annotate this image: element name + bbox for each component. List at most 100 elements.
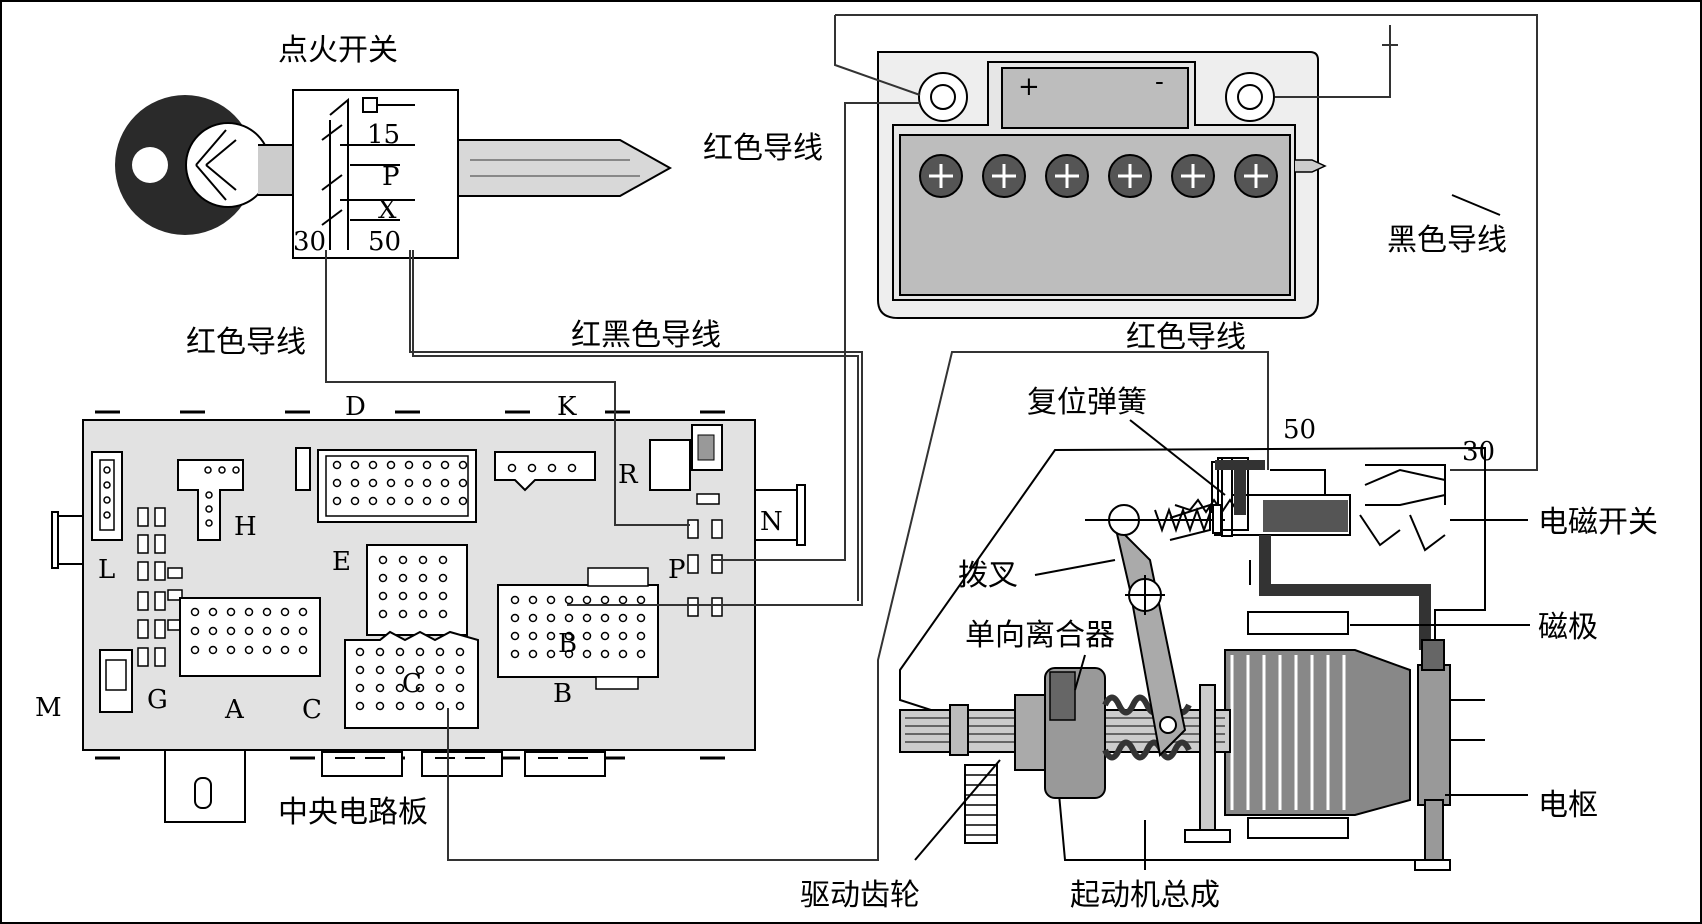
connector-pin: [618, 613, 628, 623]
connector-pin: [600, 595, 610, 605]
connector-pin: [386, 496, 396, 506]
connector-pin: [398, 573, 408, 583]
connector-pin: [528, 631, 538, 641]
connector-pin: [528, 613, 538, 623]
red-black-wire-label: 红黑色导线: [571, 318, 721, 353]
connector-pin: [368, 460, 378, 470]
connector-pin: [438, 609, 448, 619]
connector-pin: [546, 649, 556, 659]
connector-pin: [510, 631, 520, 641]
connector-pin: [244, 645, 254, 655]
connector-pin: [350, 496, 360, 506]
connector-pin: [418, 573, 428, 583]
connector-pin: [332, 478, 342, 488]
connector-pin: [398, 591, 408, 601]
connector-pin: [415, 647, 425, 657]
board-label-k: K: [557, 392, 577, 422]
connector-pin: [458, 496, 468, 506]
connector-pin: [415, 683, 425, 693]
connector-pin: [507, 463, 517, 473]
starter-terminal-50-label: 50: [1283, 415, 1316, 445]
connector-pin: [438, 573, 448, 583]
connector-pin: [455, 701, 465, 711]
connector-pin: [204, 466, 212, 474]
board-label-g: G: [147, 685, 168, 715]
connector-pin: [435, 647, 445, 657]
connector-pin: [440, 478, 450, 488]
connector-pin: [226, 626, 236, 636]
connector-pin: [422, 478, 432, 488]
connector-pin: [280, 607, 290, 617]
connector-pin: [103, 496, 111, 504]
connector-pin: [398, 555, 408, 565]
connector-pin: [332, 496, 342, 506]
connector-pin: [600, 613, 610, 623]
connector-pin: [528, 649, 538, 659]
red-wire-label-right: 红色导线: [1126, 320, 1246, 355]
terminal-15-label: 15: [367, 120, 400, 150]
connector-pin: [458, 478, 468, 488]
connector-pin: [546, 613, 556, 623]
board-connector-pins: [103, 460, 646, 711]
connector-pin: [368, 496, 378, 506]
one-way-clutch-label: 单向离合器: [965, 618, 1115, 653]
connector-pin: [438, 555, 448, 565]
connector-pin: [600, 649, 610, 659]
connector-pin: [226, 607, 236, 617]
connector-pin: [280, 626, 290, 636]
connector-pin: [378, 609, 388, 619]
starter-assembly-label: 起动机总成: [1070, 878, 1220, 913]
board-label-m: M: [35, 693, 62, 723]
connector-pin: [280, 645, 290, 655]
connector-pin: [208, 645, 218, 655]
connector-pin: [422, 460, 432, 470]
starter-terminal-30-label: 30: [1462, 437, 1495, 467]
connector-pin: [404, 478, 414, 488]
connector-pin: [564, 649, 574, 659]
connector-pin: [190, 607, 200, 617]
connector-pin: [582, 613, 592, 623]
board-label-b-outer: B: [553, 679, 572, 709]
connector-pin: [386, 478, 396, 488]
terminal-x-label: X: [378, 195, 397, 225]
connector-pin: [618, 631, 628, 641]
black-wire-label: 黑色导线: [1387, 223, 1507, 258]
connector-pin: [355, 647, 365, 657]
connector-pin: [375, 647, 385, 657]
connector-pin: [455, 665, 465, 675]
connector-pin: [262, 645, 272, 655]
connector-pin: [298, 626, 308, 636]
connector-pin: [103, 466, 111, 474]
connector-pin: [582, 595, 592, 605]
connector-pin: [190, 645, 200, 655]
connector-pin: [378, 555, 388, 565]
connector-pin: [528, 595, 538, 605]
connector-pin: [368, 478, 378, 488]
red-wire-label-top: 红色导线: [703, 131, 823, 166]
connector-pin: [582, 649, 592, 659]
connector-pin: [438, 591, 448, 601]
red-wire-label-left: 红色导线: [186, 325, 306, 360]
connector-pin: [404, 460, 414, 470]
connector-pin: [458, 460, 468, 470]
connector-pin: [600, 631, 610, 641]
connector-pin: [636, 649, 646, 659]
connector-pin: [355, 701, 365, 711]
connector-pin: [244, 607, 254, 617]
connector-pin: [422, 496, 432, 506]
magnetic-pole-label: 磁极: [1538, 610, 1598, 645]
board-label-e: E: [332, 547, 351, 577]
wiring: [325, 14, 1538, 861]
connector-pin: [378, 591, 388, 601]
connector-pin: [375, 665, 385, 675]
connector-pin: [218, 466, 226, 474]
connector-pin: [355, 683, 365, 693]
connector-pin: [375, 683, 385, 693]
connector-pin: [418, 591, 428, 601]
connector-pin: [618, 649, 628, 659]
connector-pin: [262, 626, 272, 636]
armature-label: 电枢: [1538, 788, 1598, 823]
connector-pin: [355, 665, 365, 675]
